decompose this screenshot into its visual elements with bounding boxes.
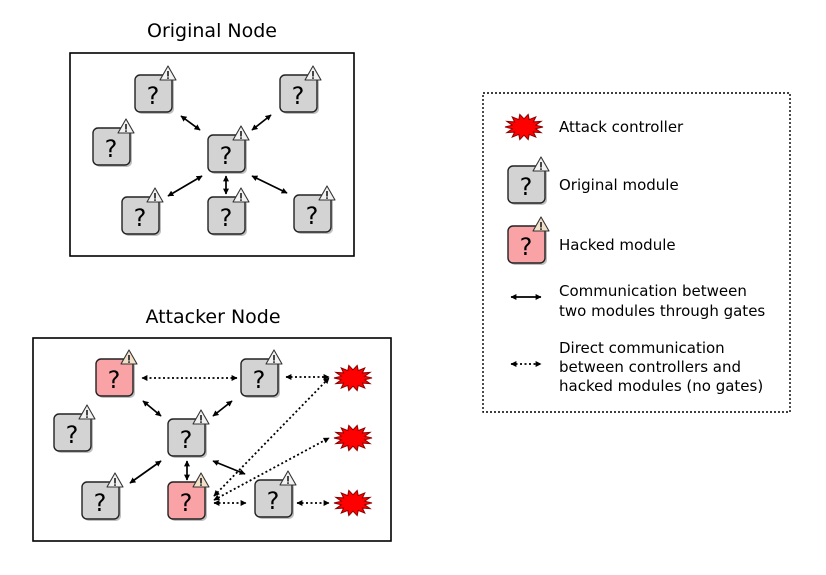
- module-original: ?: [81, 472, 124, 521]
- module-symbol: ?: [134, 204, 147, 232]
- original-node-frame: [69, 52, 355, 257]
- warning-icon: [106, 472, 124, 488]
- legend-box: [482, 92, 791, 413]
- warning-icon: [265, 349, 283, 365]
- legend-attack-controller-label: Attack controller: [559, 118, 684, 136]
- attacker-node-title: Attacker Node: [145, 306, 280, 328]
- module-original: ?: [92, 118, 135, 167]
- gate-edge: [167, 175, 203, 197]
- warning-icon: [120, 349, 138, 365]
- warning-icon: [318, 185, 336, 201]
- module-symbol: ?: [292, 82, 305, 110]
- module-symbol: ?: [220, 142, 233, 170]
- module-symbol: ?: [253, 366, 266, 394]
- legend-gate-comm-line2: two modules through gates: [559, 302, 765, 320]
- module-original: ?: [207, 125, 250, 174]
- module-original: ?: [293, 185, 336, 234]
- module-symbol: ?: [105, 135, 118, 163]
- legend-original-module-icon: ?: [507, 156, 550, 205]
- attacker-node-frame: [32, 337, 392, 542]
- module-symbol: ?: [147, 82, 160, 110]
- nodes-layer: ????????????????: [53, 65, 550, 521]
- module-symbol: ?: [94, 489, 107, 517]
- gate-edge: [180, 115, 201, 131]
- module-symbol: ?: [520, 173, 533, 201]
- warning-icon: [532, 216, 550, 232]
- module-hacked: ?: [95, 349, 138, 398]
- module-original: ?: [279, 65, 322, 114]
- module-original: ?: [121, 187, 164, 236]
- gate-edge: [212, 400, 233, 417]
- gate-edge: [251, 175, 288, 194]
- module-original: ?: [240, 349, 283, 398]
- warning-icon: [159, 65, 177, 81]
- warning-icon: [232, 187, 250, 203]
- warning-icon: [304, 65, 322, 81]
- edges-layer: [129, 114, 542, 506]
- warning-icon: [192, 409, 210, 425]
- gate-edge: [212, 460, 246, 475]
- warning-icon: [192, 472, 210, 488]
- module-symbol: ?: [108, 366, 121, 394]
- module-original: ?: [53, 404, 96, 453]
- module-symbol: ?: [220, 204, 233, 232]
- attack-controller-icon: [333, 489, 373, 517]
- warning-icon: [532, 156, 550, 172]
- module-symbol: ?: [306, 202, 319, 230]
- gate-edge: [251, 114, 272, 131]
- attack-controller-icon: [333, 424, 373, 452]
- module-original: ?: [254, 470, 297, 519]
- warning-icon: [232, 125, 250, 141]
- legend-direct-comm-line3: hacked modules (no gates): [559, 377, 763, 395]
- attack-controller-icon: [333, 364, 373, 392]
- warning-icon: [117, 118, 135, 134]
- legend-direct-comm-line2: between controllers and: [559, 358, 741, 376]
- module-hacked: ?: [167, 472, 210, 521]
- module-original: ?: [134, 65, 177, 114]
- module-symbol: ?: [180, 489, 193, 517]
- direct-edge: [213, 437, 330, 501]
- module-symbol: ?: [66, 421, 79, 449]
- module-symbol: ?: [267, 487, 280, 515]
- module-original: ?: [207, 187, 250, 236]
- gate-edge: [142, 400, 162, 417]
- warning-icon: [78, 404, 96, 420]
- legend-direct-comm-line1: Direct communication: [559, 339, 725, 357]
- legend-hacked-module-icon: ?: [507, 216, 550, 265]
- module-symbol: ?: [180, 426, 193, 454]
- warning-icon: [146, 187, 164, 203]
- warning-icon: [279, 470, 297, 486]
- legend-attack-controller-icon: [504, 113, 544, 141]
- module-symbol: ?: [520, 233, 533, 261]
- original-node-title: Original Node: [147, 20, 277, 42]
- legend-gate-comm-line1: Communication between: [559, 282, 747, 300]
- legend-original-module-label: Original module: [559, 176, 679, 194]
- legend-hacked-module-label: Hacked module: [559, 236, 676, 254]
- gate-edge: [129, 460, 162, 484]
- module-original: ?: [167, 409, 210, 458]
